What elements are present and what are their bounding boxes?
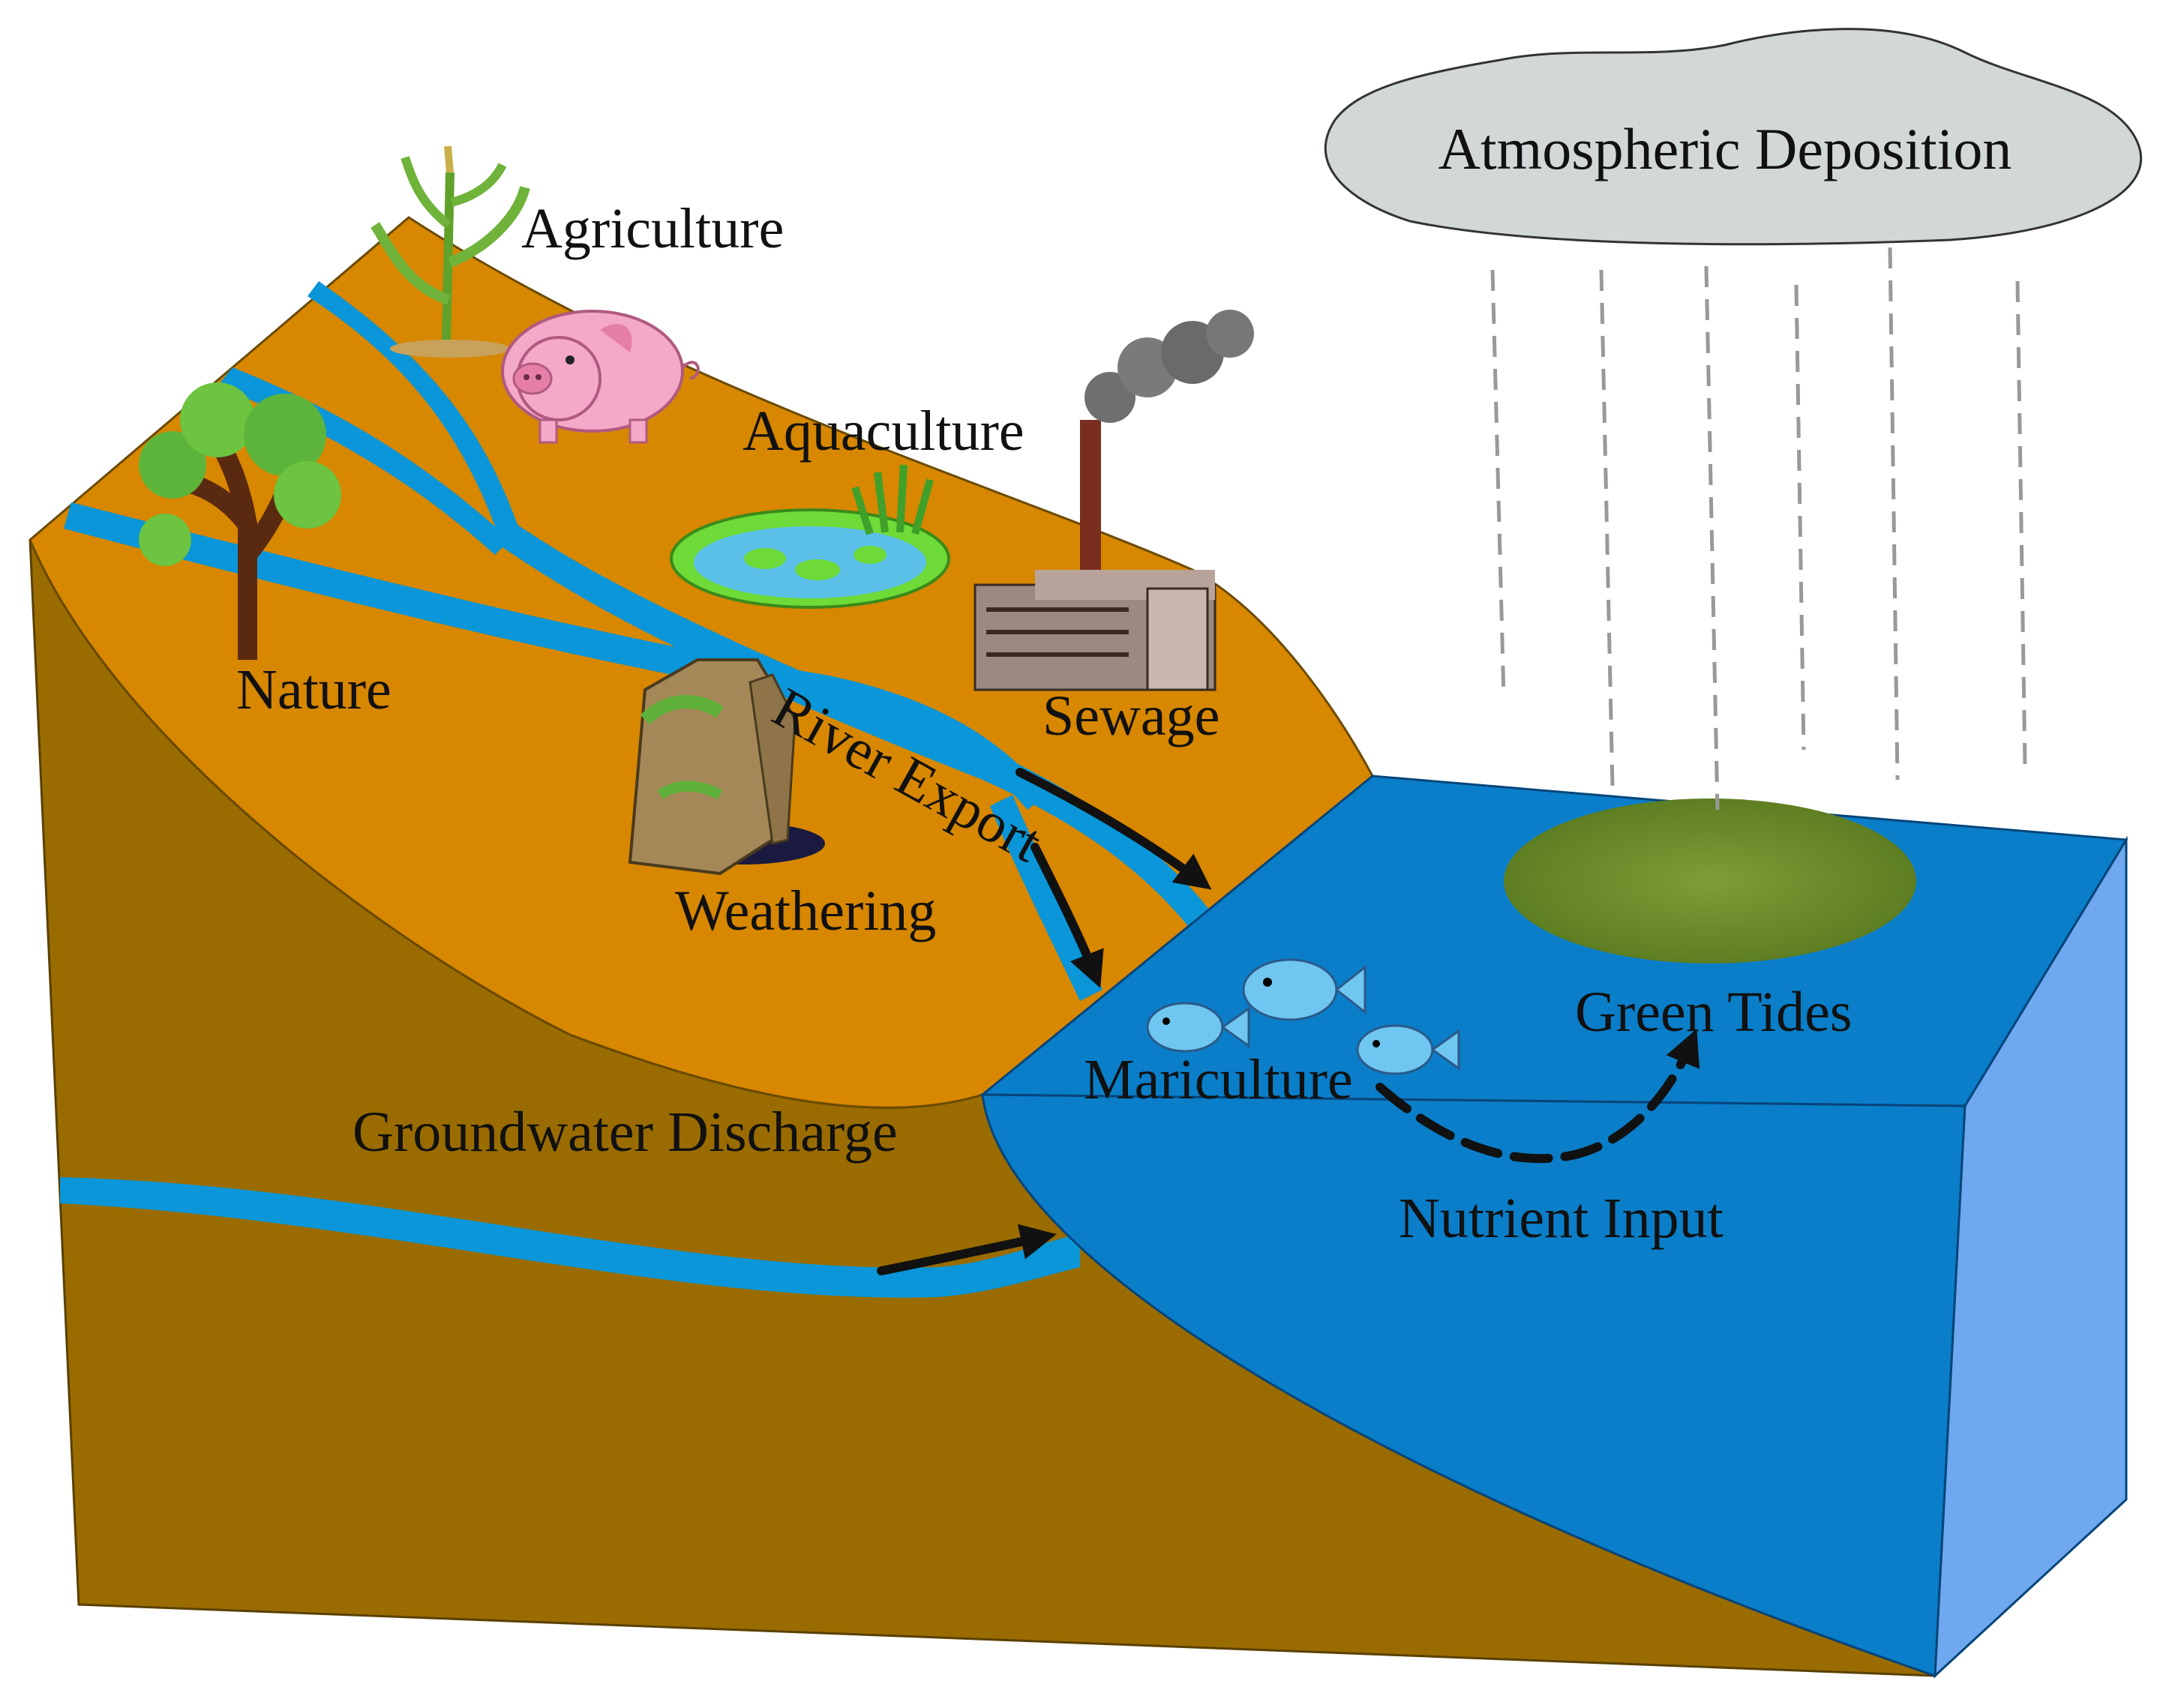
weathering-label: Weathering	[675, 879, 936, 942]
mariculture-label: Mariculture	[1084, 1048, 1353, 1111]
cloud-shape	[1324, 28, 2143, 246]
deposition-rain	[1490, 247, 2027, 811]
fish-icon-2	[1242, 958, 1366, 1021]
river-export-arrow-1	[1016, 768, 1212, 890]
river-upper	[308, 281, 1219, 941]
rocks-icon	[628, 658, 825, 876]
atmospheric-deposition-label: Atmospheric Deposition	[1438, 116, 2012, 181]
fish-icon-1	[1146, 1002, 1250, 1053]
corn-plant-icon	[370, 145, 530, 358]
nature-label: Nature	[236, 658, 392, 721]
green-tides-label: Green Tides	[1575, 981, 1852, 1044]
groundwater-channel	[60, 1177, 1080, 1298]
sea-front	[981, 1093, 1966, 1678]
groundwater-discharge-label: Groundwater Discharge	[352, 1101, 898, 1164]
factory-icon	[974, 310, 1254, 691]
flow-arrows	[877, 768, 1700, 1275]
sea-side	[1934, 835, 2128, 1679]
nutrient-input-label: Nutrient Input	[1399, 1187, 1724, 1250]
agriculture-label: Agriculture	[521, 197, 784, 260]
pond-icon	[670, 464, 950, 609]
nutrient-input-arrow	[1376, 1029, 1700, 1164]
river-lower	[64, 502, 1046, 810]
tree-icon	[139, 382, 341, 660]
sewage-label: Sewage	[1042, 685, 1220, 748]
groundwater-arrow	[877, 1224, 1057, 1275]
algae-bloom	[1504, 799, 1916, 963]
aquaculture-label: Aquaculture	[742, 400, 1024, 463]
fish-icon-3	[1356, 1024, 1460, 1075]
pig-icon	[501, 310, 700, 444]
river-export-arrow-2	[1030, 843, 1104, 988]
